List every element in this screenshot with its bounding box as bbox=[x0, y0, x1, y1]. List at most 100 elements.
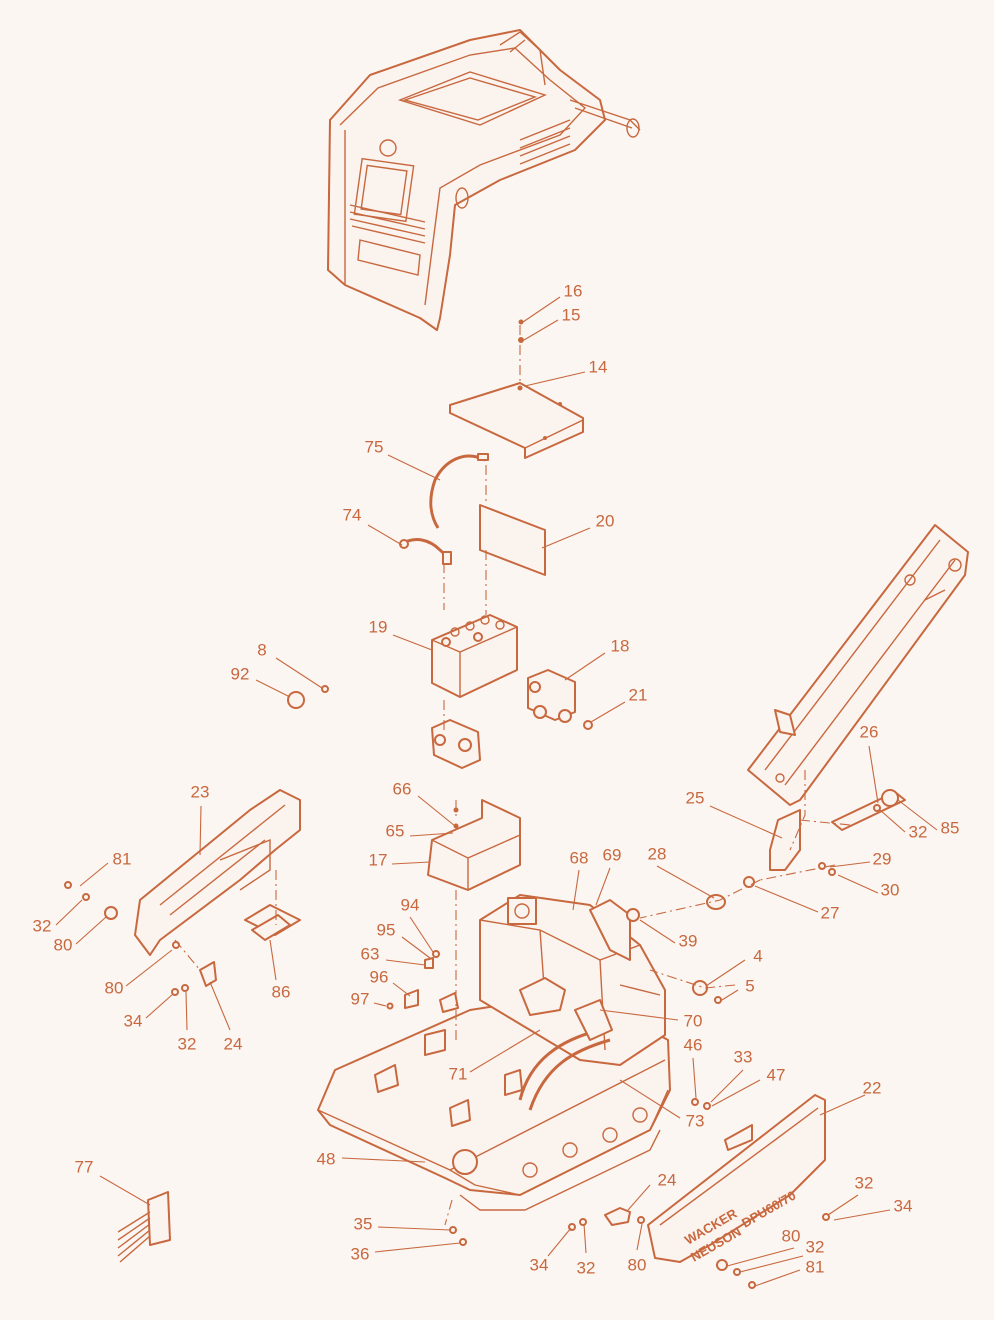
handle-mount-plate bbox=[769, 809, 801, 871]
leader-line bbox=[392, 634, 433, 651]
leader-line bbox=[125, 949, 173, 987]
callout-33: 33 bbox=[710, 1047, 752, 1103]
leader-line bbox=[710, 1069, 744, 1103]
callout-number: 29 bbox=[873, 849, 892, 868]
callout-number: 81 bbox=[113, 849, 132, 868]
leader-line bbox=[739, 1255, 804, 1273]
callout-27: 27 bbox=[754, 885, 840, 922]
leader-line bbox=[367, 524, 403, 546]
callout-number: 15 bbox=[562, 305, 581, 324]
callout-29: 29 bbox=[829, 849, 892, 868]
callout-number: 28 bbox=[648, 844, 667, 863]
callout-25: 25 bbox=[686, 788, 783, 839]
pulley-parts bbox=[626, 908, 722, 1004]
leader-line bbox=[590, 701, 626, 723]
leader-line bbox=[636, 1223, 643, 1251]
callout-number: 8 bbox=[257, 640, 266, 659]
leader-line bbox=[409, 916, 434, 953]
leader-line bbox=[868, 745, 879, 804]
right-hardware bbox=[691, 1098, 830, 1289]
leader-line bbox=[829, 861, 871, 868]
leader-line bbox=[401, 936, 431, 959]
callout-number: 80 bbox=[782, 1226, 801, 1245]
callout-20: 20 bbox=[541, 511, 614, 549]
callout-46: 46 bbox=[684, 1035, 703, 1099]
callout-68: 68 bbox=[570, 848, 588, 911]
callout-number: 22 bbox=[863, 1078, 882, 1097]
leader-line bbox=[377, 1226, 451, 1231]
leader-line bbox=[209, 981, 231, 1031]
callout-number: 17 bbox=[369, 850, 388, 869]
callout-34: 34 bbox=[124, 993, 174, 1030]
callout-number: 81 bbox=[806, 1257, 825, 1276]
callout-number: 34 bbox=[530, 1255, 549, 1274]
battery-bracket bbox=[527, 669, 593, 730]
leader-line bbox=[726, 1247, 795, 1267]
callout-number: 46 bbox=[684, 1035, 703, 1054]
leader-line bbox=[523, 319, 559, 341]
callout-number: 24 bbox=[658, 1170, 677, 1189]
callout-77: 77 bbox=[75, 1157, 151, 1206]
leader-line bbox=[619, 1079, 681, 1119]
callout-96: 96 bbox=[370, 967, 411, 997]
wiring-harness bbox=[117, 1191, 171, 1263]
callout-75: 75 bbox=[365, 437, 441, 481]
callout-18: 18 bbox=[564, 636, 629, 681]
callout-35: 35 bbox=[354, 1214, 451, 1233]
callout-66: 66 bbox=[393, 779, 456, 827]
leader-line bbox=[409, 832, 454, 837]
engine-hood bbox=[327, 29, 641, 331]
battery-guard-plate bbox=[449, 319, 584, 459]
center-lines bbox=[174, 325, 851, 1226]
callout-73: 73 bbox=[619, 1079, 705, 1130]
callout-32: 32 bbox=[879, 809, 927, 841]
callout-number: 36 bbox=[351, 1244, 370, 1263]
leader-line bbox=[145, 993, 174, 1019]
leader-line bbox=[99, 1175, 151, 1206]
callout-number: 32 bbox=[577, 1258, 596, 1277]
battery bbox=[431, 614, 518, 698]
leader-line bbox=[385, 959, 426, 966]
callout-number: 16 bbox=[564, 281, 583, 300]
leader-line bbox=[897, 799, 938, 831]
callout-8: 8 bbox=[257, 640, 323, 689]
callout-15: 15 bbox=[523, 305, 581, 341]
leader-line bbox=[417, 795, 456, 827]
callout-number: 94 bbox=[401, 895, 420, 914]
leader-line bbox=[656, 865, 715, 899]
bolt bbox=[459, 1238, 467, 1246]
callout-number: 73 bbox=[686, 1111, 705, 1130]
callout-80: 80 bbox=[54, 916, 107, 954]
callout-22: 22 bbox=[819, 1078, 882, 1116]
leader-line bbox=[269, 939, 277, 981]
lower-bracket bbox=[568, 1207, 645, 1231]
callout-number: 25 bbox=[686, 788, 705, 807]
callout-number: 96 bbox=[370, 967, 389, 986]
callout-95: 95 bbox=[377, 920, 431, 959]
callout-39: 39 bbox=[639, 919, 697, 950]
washer bbox=[449, 1226, 457, 1234]
callout-32: 32 bbox=[577, 1223, 596, 1277]
center-hardware bbox=[386, 950, 459, 1013]
callout-number: 92 bbox=[231, 664, 250, 683]
callout-number: 63 bbox=[361, 944, 380, 963]
callout-80: 80 bbox=[105, 949, 173, 997]
guide-handle bbox=[747, 524, 969, 806]
leader-line bbox=[199, 805, 202, 856]
rubber-mount bbox=[287, 685, 329, 709]
callout-24: 24 bbox=[627, 1170, 677, 1211]
callout-number: 27 bbox=[821, 903, 840, 922]
callout-number: 48 bbox=[317, 1149, 336, 1168]
callout-5: 5 bbox=[721, 976, 755, 1001]
callout-number: 70 bbox=[684, 1011, 703, 1030]
leader-line bbox=[639, 919, 676, 944]
callout-32: 32 bbox=[178, 991, 196, 1053]
callout-14: 14 bbox=[524, 357, 607, 387]
callout-85: 85 bbox=[897, 799, 959, 837]
callout-number: 4 bbox=[753, 946, 762, 965]
leader-line bbox=[392, 982, 411, 997]
leader-line bbox=[341, 1157, 426, 1163]
callout-32: 32 bbox=[739, 1237, 824, 1273]
